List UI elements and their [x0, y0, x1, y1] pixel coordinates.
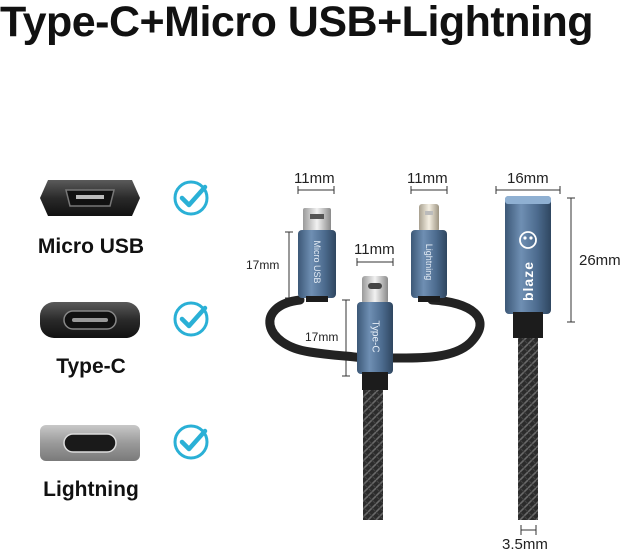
lightning-width-label: 11mm	[407, 170, 448, 187]
cable-diameter-label: 3.5mm	[502, 536, 548, 553]
lightning-port-icon	[38, 423, 142, 463]
micro-usb-port-icon	[38, 178, 142, 218]
micro-usb-label: Micro USB	[37, 235, 145, 258]
type-c-label: Type-C	[56, 355, 126, 378]
usb-length-label: 26mm	[579, 252, 621, 269]
type-c-width-label: 11mm	[354, 241, 395, 258]
check-circle-icon	[172, 179, 210, 217]
check-circle-icon	[172, 423, 210, 461]
type-c-connector-text: Type-C	[369, 320, 381, 353]
brand-logo-text: blaze	[520, 261, 536, 302]
micro-width-label: 11mm	[294, 170, 335, 187]
lightning-label: Lightning	[43, 478, 139, 501]
page-title: Type-C+Micro USB+Lightning	[0, 0, 594, 46]
micro-usb-connector-text: Micro USB	[312, 240, 322, 284]
lightning-connector-text: Lightning	[424, 243, 434, 281]
type-c-port-icon	[38, 300, 142, 340]
cable-illustration	[240, 160, 640, 555]
micro-length-label: 17mm	[246, 258, 280, 272]
type-c-length-label: 17mm	[305, 330, 339, 344]
check-circle-icon	[172, 300, 210, 338]
usb-width-label: 16mm	[507, 170, 549, 187]
